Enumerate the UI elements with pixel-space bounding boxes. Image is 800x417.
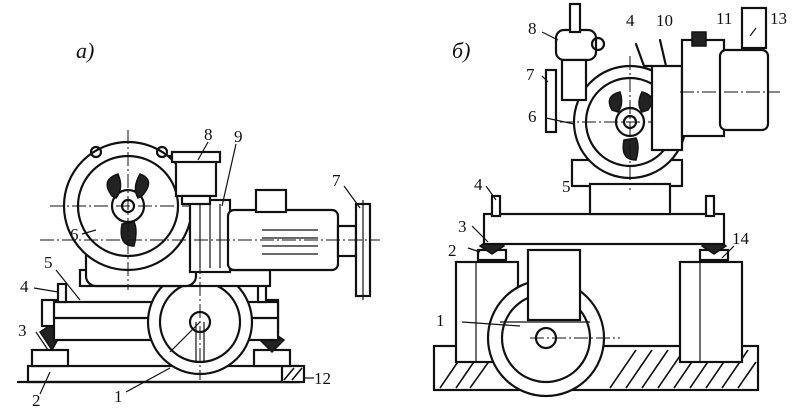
label-b-5: 5 <box>562 177 571 196</box>
label-a-8: 8 <box>204 125 213 144</box>
label-b-13: 13 <box>770 9 787 28</box>
label-b-8: 8 <box>528 19 537 38</box>
plate-7 <box>544 68 558 134</box>
label-b-3: 3 <box>458 217 467 236</box>
label-a-9: 9 <box>234 127 243 146</box>
wheel-b <box>486 248 606 398</box>
motor <box>226 188 358 272</box>
label-b-10: 10 <box>656 11 673 30</box>
support-block-12 <box>280 364 306 384</box>
label-a-7: 7 <box>332 171 341 190</box>
label-a-6: 6 <box>70 225 79 244</box>
label-a-5: 5 <box>44 253 53 272</box>
handwheel-7 <box>354 200 372 300</box>
label-b-6: 6 <box>528 107 537 126</box>
panel-a: а) 1 2 3 4 5 6 7 8 9 12 <box>16 38 380 410</box>
label-b-1: 1 <box>436 311 445 330</box>
label-b-4-upper: 4 <box>626 11 635 30</box>
label-a-12: 12 <box>314 369 331 388</box>
motor-11 <box>718 48 770 132</box>
panel-a-caption: а) <box>76 38 94 63</box>
label-a-3: 3 <box>18 321 27 340</box>
label-a-2: 2 <box>32 391 41 410</box>
pedestal-14 <box>678 260 744 364</box>
base-plate <box>26 364 300 384</box>
panel-b-caption: б) <box>452 38 470 63</box>
label-b-4-lower: 4 <box>474 175 483 194</box>
label-b-7: 7 <box>526 65 535 84</box>
box-13 <box>740 6 768 50</box>
label-a-4: 4 <box>20 277 29 296</box>
label-b-11: 11 <box>716 9 732 28</box>
beam-5 <box>482 212 726 246</box>
label-b-14: 14 <box>732 229 750 248</box>
panel-b: б) 1 2 3 4 4 5 6 7 8 10 11 13 14 <box>432 2 787 398</box>
post-left <box>56 282 68 304</box>
label-a-1: 1 <box>114 387 123 406</box>
drum-6 <box>50 130 210 290</box>
brake-8 <box>170 150 222 206</box>
brake-b-8 <box>554 2 606 102</box>
label-b-2: 2 <box>448 241 457 260</box>
